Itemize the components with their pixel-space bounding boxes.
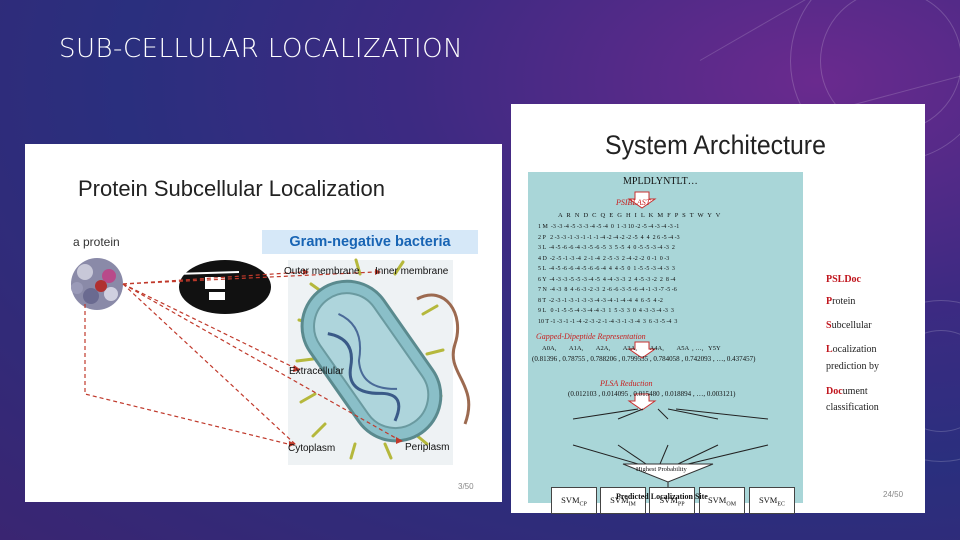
matrix-header: A R N D C Q E G H I L K M F P S T W Y V [558, 212, 722, 219]
protein-localization-figure: Protein Subcellular Localization a prote… [25, 144, 502, 502]
periplasm-label: Periplasm [405, 442, 449, 453]
page-number: 3/50 [458, 482, 474, 491]
page-number: 24/50 [883, 490, 903, 499]
psldoc-line: classification [826, 402, 879, 413]
matrix-row: 5 L -4 -5 -6 -6 -4 -5 -6 -6 -4 4 4 -5 0 … [538, 264, 680, 275]
matrix-row: 1 M -3 -3 -4 -5 -3 -3 -4 -5 -4 0 1 -3 10… [538, 222, 680, 233]
slide-title: SUB-CELLULAR LOCALIZATION [59, 34, 463, 64]
gapped-labels: A0A, A1A, A2A, A3A, A4A, A5A , …, Y5Y [542, 345, 721, 352]
psldoc-line: Protein [826, 296, 855, 307]
matrix-row: 2 P 2 -3 -3 -1 -3 -1 -1 -1 -4 -2 -4 -2 -… [538, 233, 680, 244]
gapped-values: (0.81396 , 0.78755 , 0.788206 , 0.799535… [532, 355, 755, 363]
architecture-title: System Architecture [605, 130, 826, 161]
gapped-dipeptide-label: Gapped-Dipeptide Representation [536, 332, 646, 341]
protein-molecule-icon [71, 258, 123, 310]
plsa-label: PLSA Reduction [600, 379, 653, 388]
matrix-row: 6 Y -4 -3 -3 -5 -5 -3 -4 -5 4 -4 -3 -3 2… [538, 275, 680, 286]
cytoplasm-label: Cytoplasm [288, 443, 335, 454]
matrix-row: 4 D -2 -5 -1 -3 -4 2 -1 -4 2 -5 -3 2 -4 … [538, 254, 680, 265]
matrix-row: 9 L 0 -1 -5 -5 -4 -3 -4 -4 -3 1 5 -3 3 0… [538, 306, 680, 317]
predicted-site: Predicted Localization Site [616, 492, 708, 501]
matrix-row: 7 N -4 -3 8 4 -6 -3 -2 -3 2 -6 -6 -3 -5 … [538, 285, 680, 296]
matrix-row: 3 L -4 -5 -6 -6 -4 -3 -5 -6 -5 3 5 -5 4 … [538, 243, 680, 254]
psldoc-line: Localization [826, 344, 877, 355]
architecture-diagram: MPLDLYNTLT… PSIBLAST A R N D C Q E G H I… [528, 172, 803, 503]
psldoc-title: PSLDoc [826, 274, 861, 285]
matrix-row: 10 T -1 -3 -1 -1 -4 -2 -3 -2 -1 -4 -3 -1… [538, 317, 680, 328]
highest-probability: Highest Probability [636, 466, 687, 473]
svm-cp-box: SVMCP [551, 487, 597, 514]
psldoc-line: Subcellular [826, 320, 872, 331]
system-architecture-figure: System Architecture MPLDLYNTLT… PSIBLAST… [511, 104, 925, 513]
plsa-values: (0.012103 , 0.014095 , 0.015480 , 0.0188… [568, 390, 735, 398]
cell-sketch-icon [175, 260, 271, 314]
psldoc-line: Document [826, 386, 868, 397]
matrix-row: 8 T -2 -3 -1 -3 -1 -3 -3 -4 -3 -4 -1 -4 … [538, 296, 680, 307]
inner-membrane-label: Inner membrane [375, 266, 448, 277]
svm-ec-box: SVMEC [749, 487, 795, 514]
outer-membrane-label: Outer membrane [284, 266, 360, 277]
psiblast-label: PSIBLAST [616, 198, 650, 207]
pssm-matrix: 1 M -3 -3 -4 -5 -3 -3 -4 -5 -4 0 1 -3 10… [538, 222, 680, 327]
psldoc-line: prediction by [826, 361, 879, 372]
extracellular-label: Extracellular [289, 366, 344, 377]
